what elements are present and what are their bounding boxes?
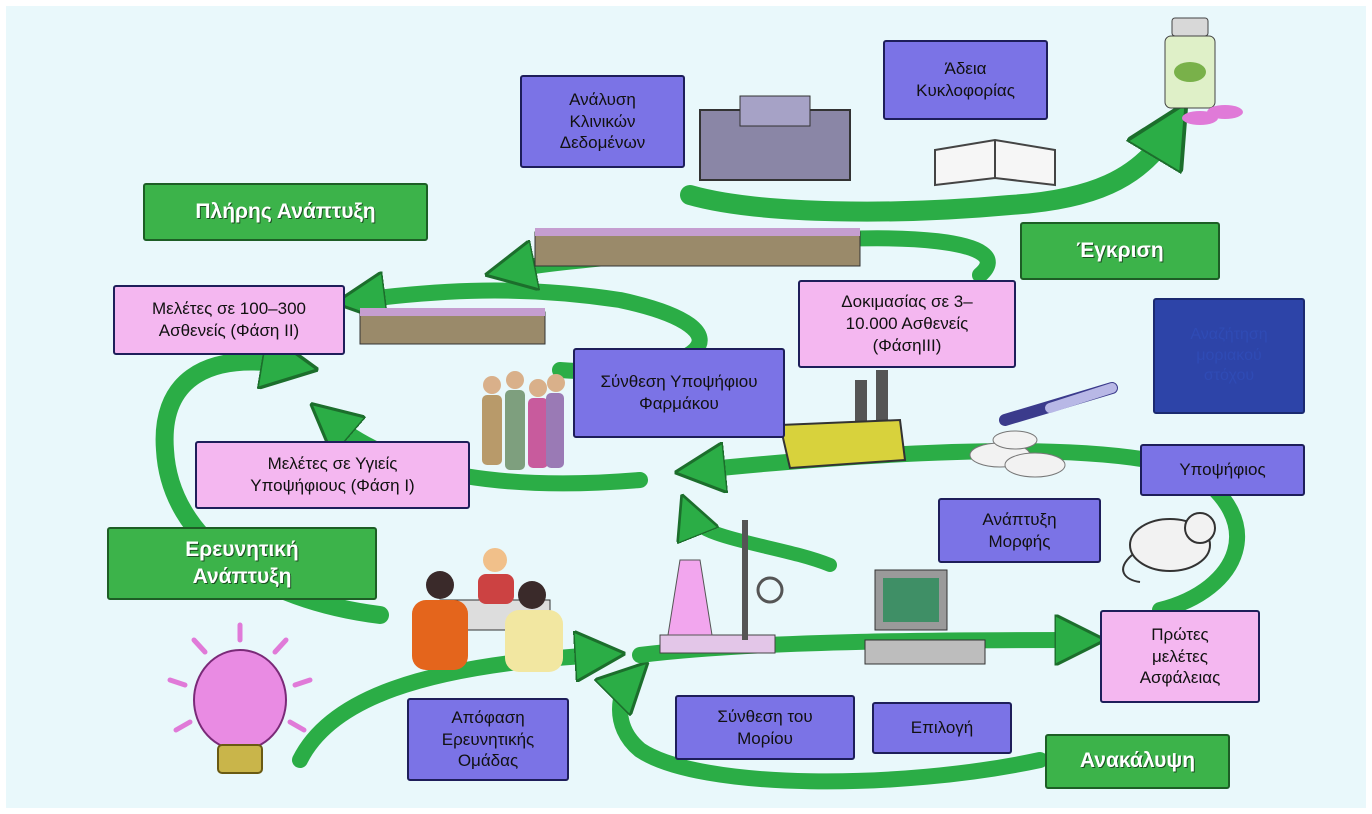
stage-exploratory-development: Ερευνητική Ανάπτυξη: [107, 527, 377, 600]
form-development-box: Ανάπτυξη Μορφής: [938, 498, 1101, 563]
discovery-arrow-bottom: [620, 680, 1048, 790]
candidate-drug-synthesis-box: Σύνθεση Υποψήφιου Φαρμάκου: [573, 348, 785, 438]
candidate-box: Υποψήφιος: [1140, 444, 1305, 496]
first-safety-studies-box: Πρώτες μελέτες Ασφάλειας: [1100, 610, 1260, 703]
research-team-decision-box: Απόφαση Ερευνητικής Ομάδας: [407, 698, 569, 781]
lightbulb-icon: [167, 622, 313, 774]
molecule-synthesis-box: Σύνθεση του Μορίου: [675, 695, 855, 760]
hospital-building-icon: [699, 95, 851, 181]
marketing-license-box: Άδεια Κυκλοφορίας: [883, 40, 1048, 120]
clinical-data-analysis-box: Ανάλυση Κλινικών Δεδομένων: [520, 75, 685, 168]
stage-discovery: Ανακάλυψη: [1045, 734, 1230, 789]
selection-box: Επιλογή: [872, 702, 1012, 754]
hidden-dark-box: Αναζήτηση μοριακού στόχου: [1153, 298, 1305, 414]
team-meeting-icon: [412, 548, 563, 672]
discovery-arrow-down: [690, 515, 837, 572]
book-icon: [934, 138, 1056, 187]
factory-icon: [778, 370, 907, 470]
computer-icon: [864, 569, 986, 665]
medicine-bottle-icon: [1164, 17, 1243, 125]
pills-syringe-icon: [969, 382, 1118, 478]
mouse-icon: [1122, 512, 1216, 583]
approval-arrow: [680, 130, 1170, 222]
stage-approval: Έγκριση: [1020, 222, 1220, 280]
lab-equipment-icon: [659, 520, 784, 654]
people-group-icon: [482, 371, 565, 470]
phase3-trials-box: Δοκιμασίας σε 3– 10.000 Ασθενείς (ΦάσηΙΙ…: [798, 280, 1016, 368]
phase2-studies-box: Μελέτες σε 100–300 Ασθενείς (Φάση ΙΙ): [113, 285, 345, 355]
stage-full-development: Πλήρης Ανάπτυξη: [143, 183, 428, 241]
hospital-beds-icon: [359, 228, 861, 345]
phase1-studies-box: Μελέτες σε Υγιείς Υποψήφιους (Φάση Ι): [195, 441, 470, 509]
